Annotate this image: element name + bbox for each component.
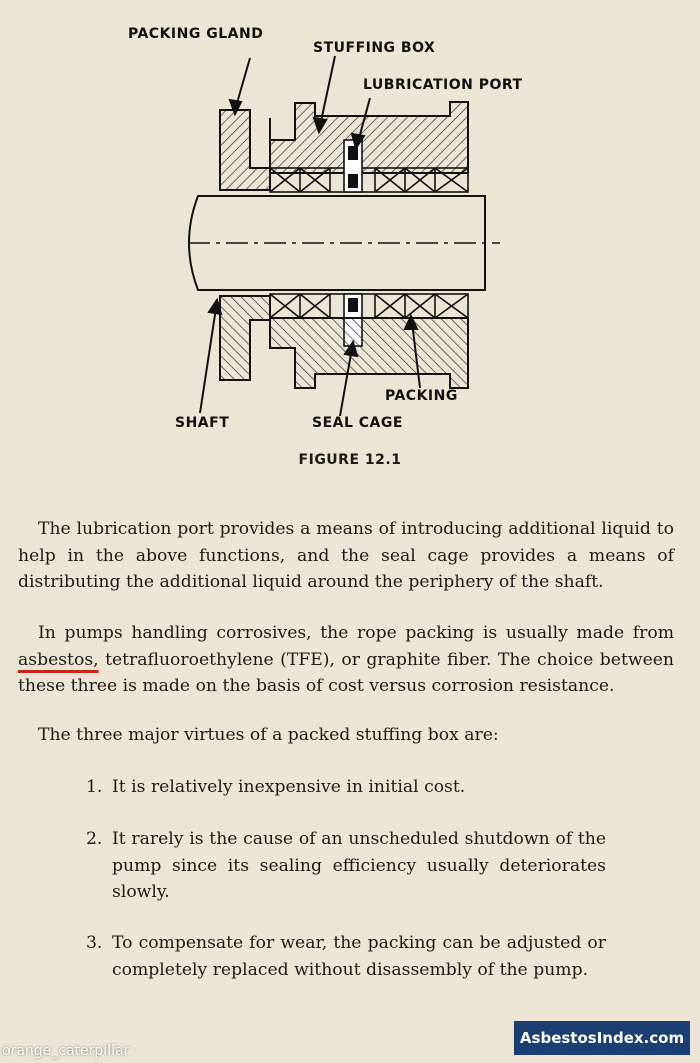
paragraph-packing-materials-end: tetrafluoroethylene (TFE), or graphite f… xyxy=(18,649,674,697)
paragraph-packing-materials: In pumps handling corrosives, the rope p… xyxy=(18,620,674,700)
brand-badge[interactable]: AsbestosIndex.com xyxy=(514,1021,690,1055)
label-lubrication-port: LUBRICATION PORT xyxy=(363,77,523,93)
list-item-number: 2. xyxy=(86,829,103,849)
asbestos-highlight: asbestos, xyxy=(18,649,99,670)
label-stuffing-box: STUFFING BOX xyxy=(313,40,436,56)
list-item: 1. It is relatively inexpensive in initi… xyxy=(86,774,606,801)
list-item-number: 1. xyxy=(86,777,103,797)
label-packing-gland: PACKING GLAND xyxy=(128,26,264,42)
list-item: 3. To compensate for wear, the packing c… xyxy=(86,930,606,983)
paragraph-packing-materials-start: In pumps handling corrosives, the rope p… xyxy=(38,623,674,643)
virtues-list: 1. It is relatively inexpensive in initi… xyxy=(86,0,606,1063)
list-item-number: 3. xyxy=(86,933,103,953)
list-item: 2. It rarely is the cause of an unschedu… xyxy=(86,826,606,906)
paragraph-lubrication-port: The lubrication port provides a means of… xyxy=(18,519,674,592)
figure-caption: FIGURE 12.1 xyxy=(298,452,402,468)
stuffing-box-figure: PACKING GLAND STUFFING BOX LUBRICATION P… xyxy=(120,18,570,478)
list-item-text: It rarely is the cause of an unscheduled… xyxy=(112,829,606,902)
label-shaft: SHAFT xyxy=(175,415,230,431)
label-seal-cage: SEAL CAGE xyxy=(312,415,403,431)
list-item-text: It is relatively inexpensive in initial … xyxy=(112,777,466,797)
photographer-watermark: orange_caterpillar xyxy=(2,1043,130,1059)
paragraph-virtues-intro: The three major virtues of a packed stuf… xyxy=(38,725,499,745)
stuffing-box-diagram xyxy=(188,55,500,417)
list-item-text: To compensate for wear, the packing can … xyxy=(112,933,606,980)
label-packing: PACKING xyxy=(385,388,458,404)
